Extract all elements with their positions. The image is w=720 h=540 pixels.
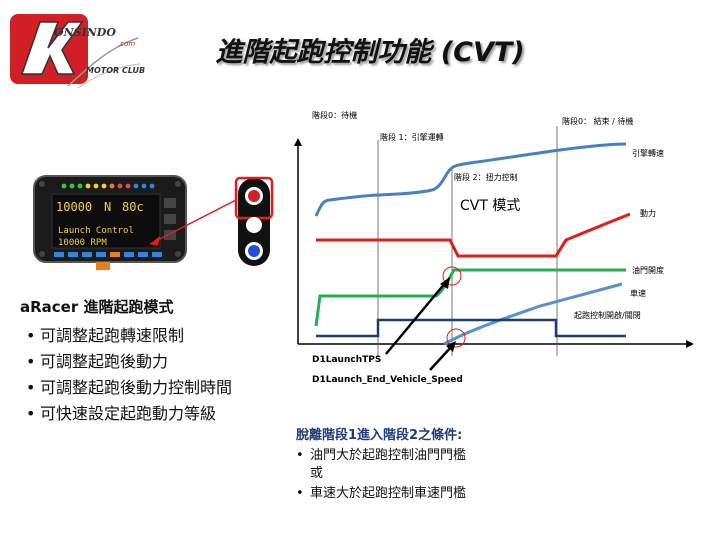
bullet-icon: •: [26, 352, 36, 371]
slide-title: 進階起跑控制功能 (CVT): [215, 37, 525, 68]
stage2-label: 階段 2：扭力控制: [454, 172, 518, 182]
condition-item: • 油門大於起跑控制油門門檻: [296, 444, 466, 463]
feature-text: 可調整起跑後動力: [40, 352, 169, 371]
device-gear-readout: N: [104, 200, 112, 214]
condition-or: 或: [310, 466, 324, 481]
bullet-icon: •: [296, 486, 304, 501]
logo-brand-text: ONSINDO: [54, 26, 116, 39]
stage3-label: 階段0： 結束 / 待機: [562, 116, 633, 126]
launch-button-red: [248, 190, 260, 202]
bullet-icon: •: [26, 404, 36, 423]
logo-letter-shape: [20, 21, 84, 75]
speed-series-label: 車速: [630, 288, 646, 298]
speed-threshold-marker: [446, 328, 466, 348]
launch-button-blue: [248, 245, 260, 257]
enable-series-line: [316, 318, 626, 338]
enable-series-label: 起跑控制開啟/關閉: [574, 310, 641, 320]
logo-graphic: [10, 14, 141, 89]
callout-line: [149, 199, 237, 245]
tps-threshold-marker: [442, 266, 462, 286]
shift-leds: [61, 183, 155, 189]
speed-annotation: D1Launch_End_Vehicle_Speed: [312, 375, 463, 385]
mode-buttons-row: [54, 252, 162, 257]
launch-button-white: [246, 217, 262, 233]
condition-text: 車速大於起跑控制車速門檻: [310, 486, 467, 501]
throttle-series-label: 油門開度: [632, 265, 664, 275]
feature-item: •可調整起跑轉速限制: [26, 322, 184, 346]
feature-item: •可調整起跑後動力控制時間: [26, 374, 232, 398]
cvt-mode-label: CVT 模式: [460, 198, 520, 214]
bullet-icon: •: [296, 448, 304, 463]
stage1-label: 階段 1：引擎運轉: [380, 132, 444, 142]
feature-item: •可快速設定起跑動力等級: [26, 400, 216, 424]
tps-arrow: [385, 281, 447, 355]
device-launch-rpm: 10000 RPM: [58, 238, 107, 248]
features-heading: aRacer 進階起跑模式: [20, 298, 174, 316]
device-temp-readout: 80c: [122, 200, 144, 214]
condition-item: • 車速大於起跑控制車速門檻: [296, 482, 466, 501]
conditions-title: 脫離階段1進入階段2之條件:: [296, 428, 463, 443]
speed-arrow: [429, 345, 453, 371]
power-series-label: 動力: [640, 208, 656, 218]
bullet-icon: •: [26, 326, 36, 345]
device-launch-label: Launch Control: [58, 226, 134, 236]
aracer-device: [30, 170, 190, 270]
device-rpm-readout: 10000: [56, 200, 93, 214]
launch-button-panel: [234, 176, 274, 268]
power-series-line: [316, 212, 631, 258]
bullet-icon: •: [26, 378, 36, 397]
logo-domain-text: .com: [118, 40, 136, 48]
feature-text: 可調整起跑轉速限制: [40, 326, 185, 345]
stage0-label: 階段0：待機: [312, 110, 357, 120]
rpm-series-line: [314, 142, 627, 217]
device-body: [33, 175, 187, 270]
onsindo-logo: [8, 8, 148, 90]
rpm-series-label: 引擎轉速: [632, 148, 664, 158]
feature-item: •可調整起跑後動力: [26, 348, 168, 372]
tps-annotation: D1LaunchTPS: [312, 355, 381, 365]
feature-text: 可調整起跑後動力控制時間: [40, 378, 233, 397]
logo-club-text: MOTOR CLUB: [86, 66, 146, 75]
speed-series-line: [443, 282, 623, 346]
condition-text: 油門大於起跑控制油門門檻: [310, 448, 467, 463]
feature-text: 可快速設定起跑動力等級: [40, 404, 217, 423]
